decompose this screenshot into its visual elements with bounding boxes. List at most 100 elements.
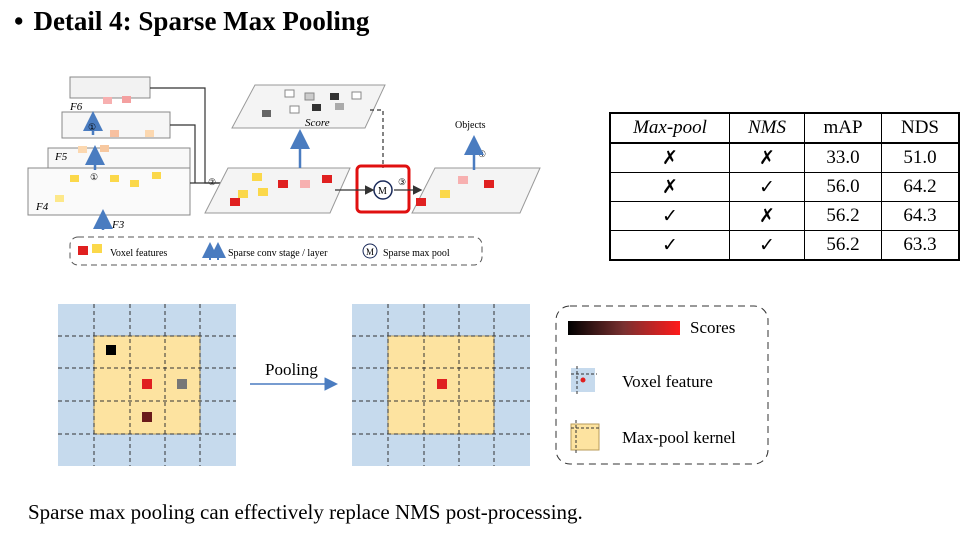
voxel-cube — [122, 96, 131, 103]
voxel-cube — [289, 105, 300, 114]
voxel-cube — [55, 195, 64, 202]
table-cell: ✓ — [729, 230, 805, 260]
voxel-cube — [458, 176, 468, 184]
table-cell: ✓ — [610, 230, 730, 260]
voxel-cube — [258, 188, 268, 196]
voxel-cube — [300, 180, 310, 188]
label-f4: F4 — [35, 201, 49, 213]
voxel-cube — [278, 180, 288, 188]
table-cell: ✓ — [610, 201, 730, 231]
legend-scores-text: Scores — [690, 318, 736, 337]
legend-m-letter: M — [366, 247, 374, 257]
voxel-cube — [304, 92, 315, 101]
title-text: Detail 4: Sparse Max Pooling — [33, 6, 370, 36]
diagram-legend-box — [69, 236, 483, 266]
layer-f6 — [69, 76, 151, 99]
dashed-connector — [370, 109, 384, 168]
header-max-pool: Max-pool — [610, 113, 730, 144]
voxel-cube — [152, 172, 161, 179]
table-cell: 64.3 — [881, 201, 959, 231]
label-f5: F5 — [54, 151, 68, 163]
grid-before-pooling — [58, 304, 236, 466]
legend-kernel-swatch — [570, 423, 600, 451]
header-map: mAP — [804, 113, 882, 144]
legend-red-cube — [78, 246, 88, 255]
voxel-cube — [440, 190, 450, 198]
max-pool-m: M — [378, 186, 387, 197]
slide-caption: Sparse max pooling can effectively repla… — [28, 500, 583, 524]
marker-3: ③ — [398, 177, 406, 187]
voxel-cube — [145, 130, 154, 137]
marker-2: ② — [208, 177, 216, 187]
voxel-cube — [78, 146, 87, 153]
slide-title: • Detail 4: Sparse Max Pooling — [14, 6, 369, 37]
header-nds: NDS — [881, 113, 959, 144]
output-voxels — [416, 176, 494, 206]
objects-label: Objects — [455, 120, 486, 131]
legend-sparse-conv-text: Sparse conv stage / layer — [228, 248, 328, 259]
marker-1: ① — [88, 122, 96, 132]
voxel-cube — [416, 198, 426, 206]
up-arrows — [83, 111, 113, 230]
score-voxel-red — [437, 379, 447, 389]
table-cell: ✓ — [729, 172, 805, 202]
table-cell: 56.0 — [804, 172, 882, 202]
mid-voxels — [230, 173, 332, 206]
voxel-cube — [230, 198, 240, 206]
voxel-cube — [252, 173, 262, 181]
table-cell: 56.2 — [804, 201, 882, 231]
table-cell: 63.3 — [881, 230, 959, 260]
voxel-cube — [312, 104, 321, 111]
voxel-cube — [238, 190, 248, 198]
legend-m-symbol — [362, 243, 378, 259]
score-voxel-gray — [177, 379, 187, 389]
voxel-cube — [330, 93, 339, 100]
table-cell: 51.0 — [881, 142, 959, 173]
table-cell: 33.0 — [804, 142, 882, 173]
label-f3: F3 — [111, 219, 125, 231]
voxel-cube — [110, 130, 119, 137]
voxel-cube — [322, 175, 332, 183]
legend-voxel-text: Voxel features — [110, 248, 167, 259]
voxel-cube — [262, 110, 271, 117]
voxel-cube — [110, 175, 119, 182]
score-plane — [231, 84, 386, 129]
pooling-legend-box — [555, 305, 769, 465]
table-cell: ✗ — [729, 142, 805, 173]
table-cell: 64.2 — [881, 172, 959, 202]
voxel-cube — [130, 180, 139, 187]
legend-yellow-cube — [92, 244, 102, 253]
title-bullet: • — [14, 6, 24, 36]
voxel-cube — [284, 89, 295, 98]
score-voxel-darkred — [142, 412, 152, 422]
legend-voxel-feature-text: Voxel feature — [622, 372, 713, 391]
legend-up-arrows — [202, 242, 226, 260]
score-gradient-bar — [568, 321, 680, 335]
voxel-cube — [335, 103, 344, 110]
score-label: Score — [305, 117, 330, 129]
score-voxels — [262, 89, 362, 117]
architecture-diagram: F6 F5 F4 F3 ① ① ② ③ ④ — [27, 76, 541, 266]
score-voxel-black — [106, 345, 116, 355]
table-cell: ✗ — [729, 201, 805, 231]
label-f6: F6 — [69, 101, 83, 113]
mid-plane — [204, 167, 351, 214]
pooling-label: Pooling — [265, 360, 318, 379]
feature-layer-stack — [27, 76, 191, 216]
grid-after-pooling — [352, 304, 530, 466]
table-header-row: Max-pool NMS mAP NDS — [610, 113, 959, 144]
voxel-cube — [70, 175, 79, 182]
legend-kernel-text: Max-pool kernel — [622, 428, 736, 447]
voxel-cube — [103, 97, 112, 104]
voxel-cube — [484, 180, 494, 188]
marker-1b: ① — [90, 172, 98, 182]
legend-voxel-dot — [580, 377, 586, 383]
max-pool-highlight — [355, 164, 411, 214]
table-cell: 56.2 — [804, 230, 882, 260]
layer-f4 — [27, 167, 191, 216]
